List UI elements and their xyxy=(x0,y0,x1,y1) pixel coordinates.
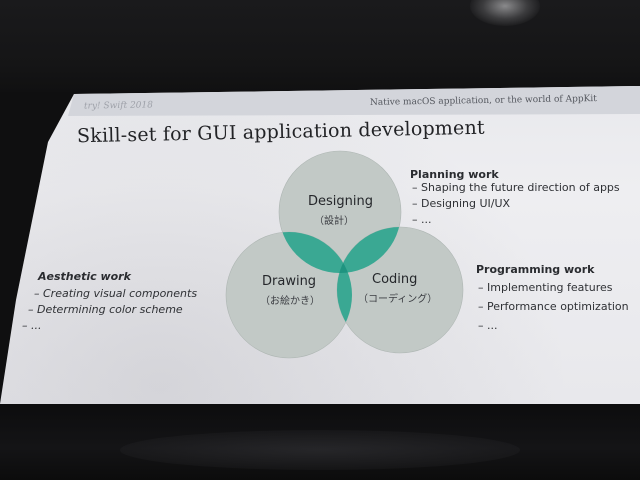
coding-label: Coding xyxy=(372,272,418,287)
designing-sublabel: （設計） xyxy=(314,216,354,227)
list-item: – Shaping the future direction of apps xyxy=(412,181,620,194)
aesthetic-list: – Creating visual components – Determini… xyxy=(22,286,198,334)
aesthetic-heading: Aesthetic work xyxy=(38,270,131,283)
list-item: – Performance optimization xyxy=(478,300,629,313)
design-code-overlap xyxy=(337,227,401,273)
programming-list: – Implementing features – Performance op… xyxy=(478,278,629,335)
list-item: – Implementing features xyxy=(478,281,613,294)
planning-list: – Shaping the future direction of apps –… xyxy=(412,180,620,228)
designing-label: Designing xyxy=(308,194,373,209)
list-item: – Creating visual components xyxy=(34,287,198,300)
coding-sublabel: （コーディング） xyxy=(358,294,438,305)
room-floor xyxy=(0,400,640,480)
planning-heading: Planning work xyxy=(410,168,499,181)
list-item: – ... xyxy=(478,319,498,332)
list-item: – Determining color scheme xyxy=(28,303,183,316)
list-item: – Designing UI/UX xyxy=(412,197,511,210)
list-item: – ... xyxy=(22,319,42,332)
design-draw-overlap xyxy=(279,232,352,273)
programming-heading: Programming work xyxy=(476,263,595,276)
drawing-label: Drawing xyxy=(262,274,317,289)
floor-glow xyxy=(120,430,520,470)
drawing-sublabel: （お絵かき） xyxy=(260,296,320,307)
list-item: – ... xyxy=(412,213,432,226)
